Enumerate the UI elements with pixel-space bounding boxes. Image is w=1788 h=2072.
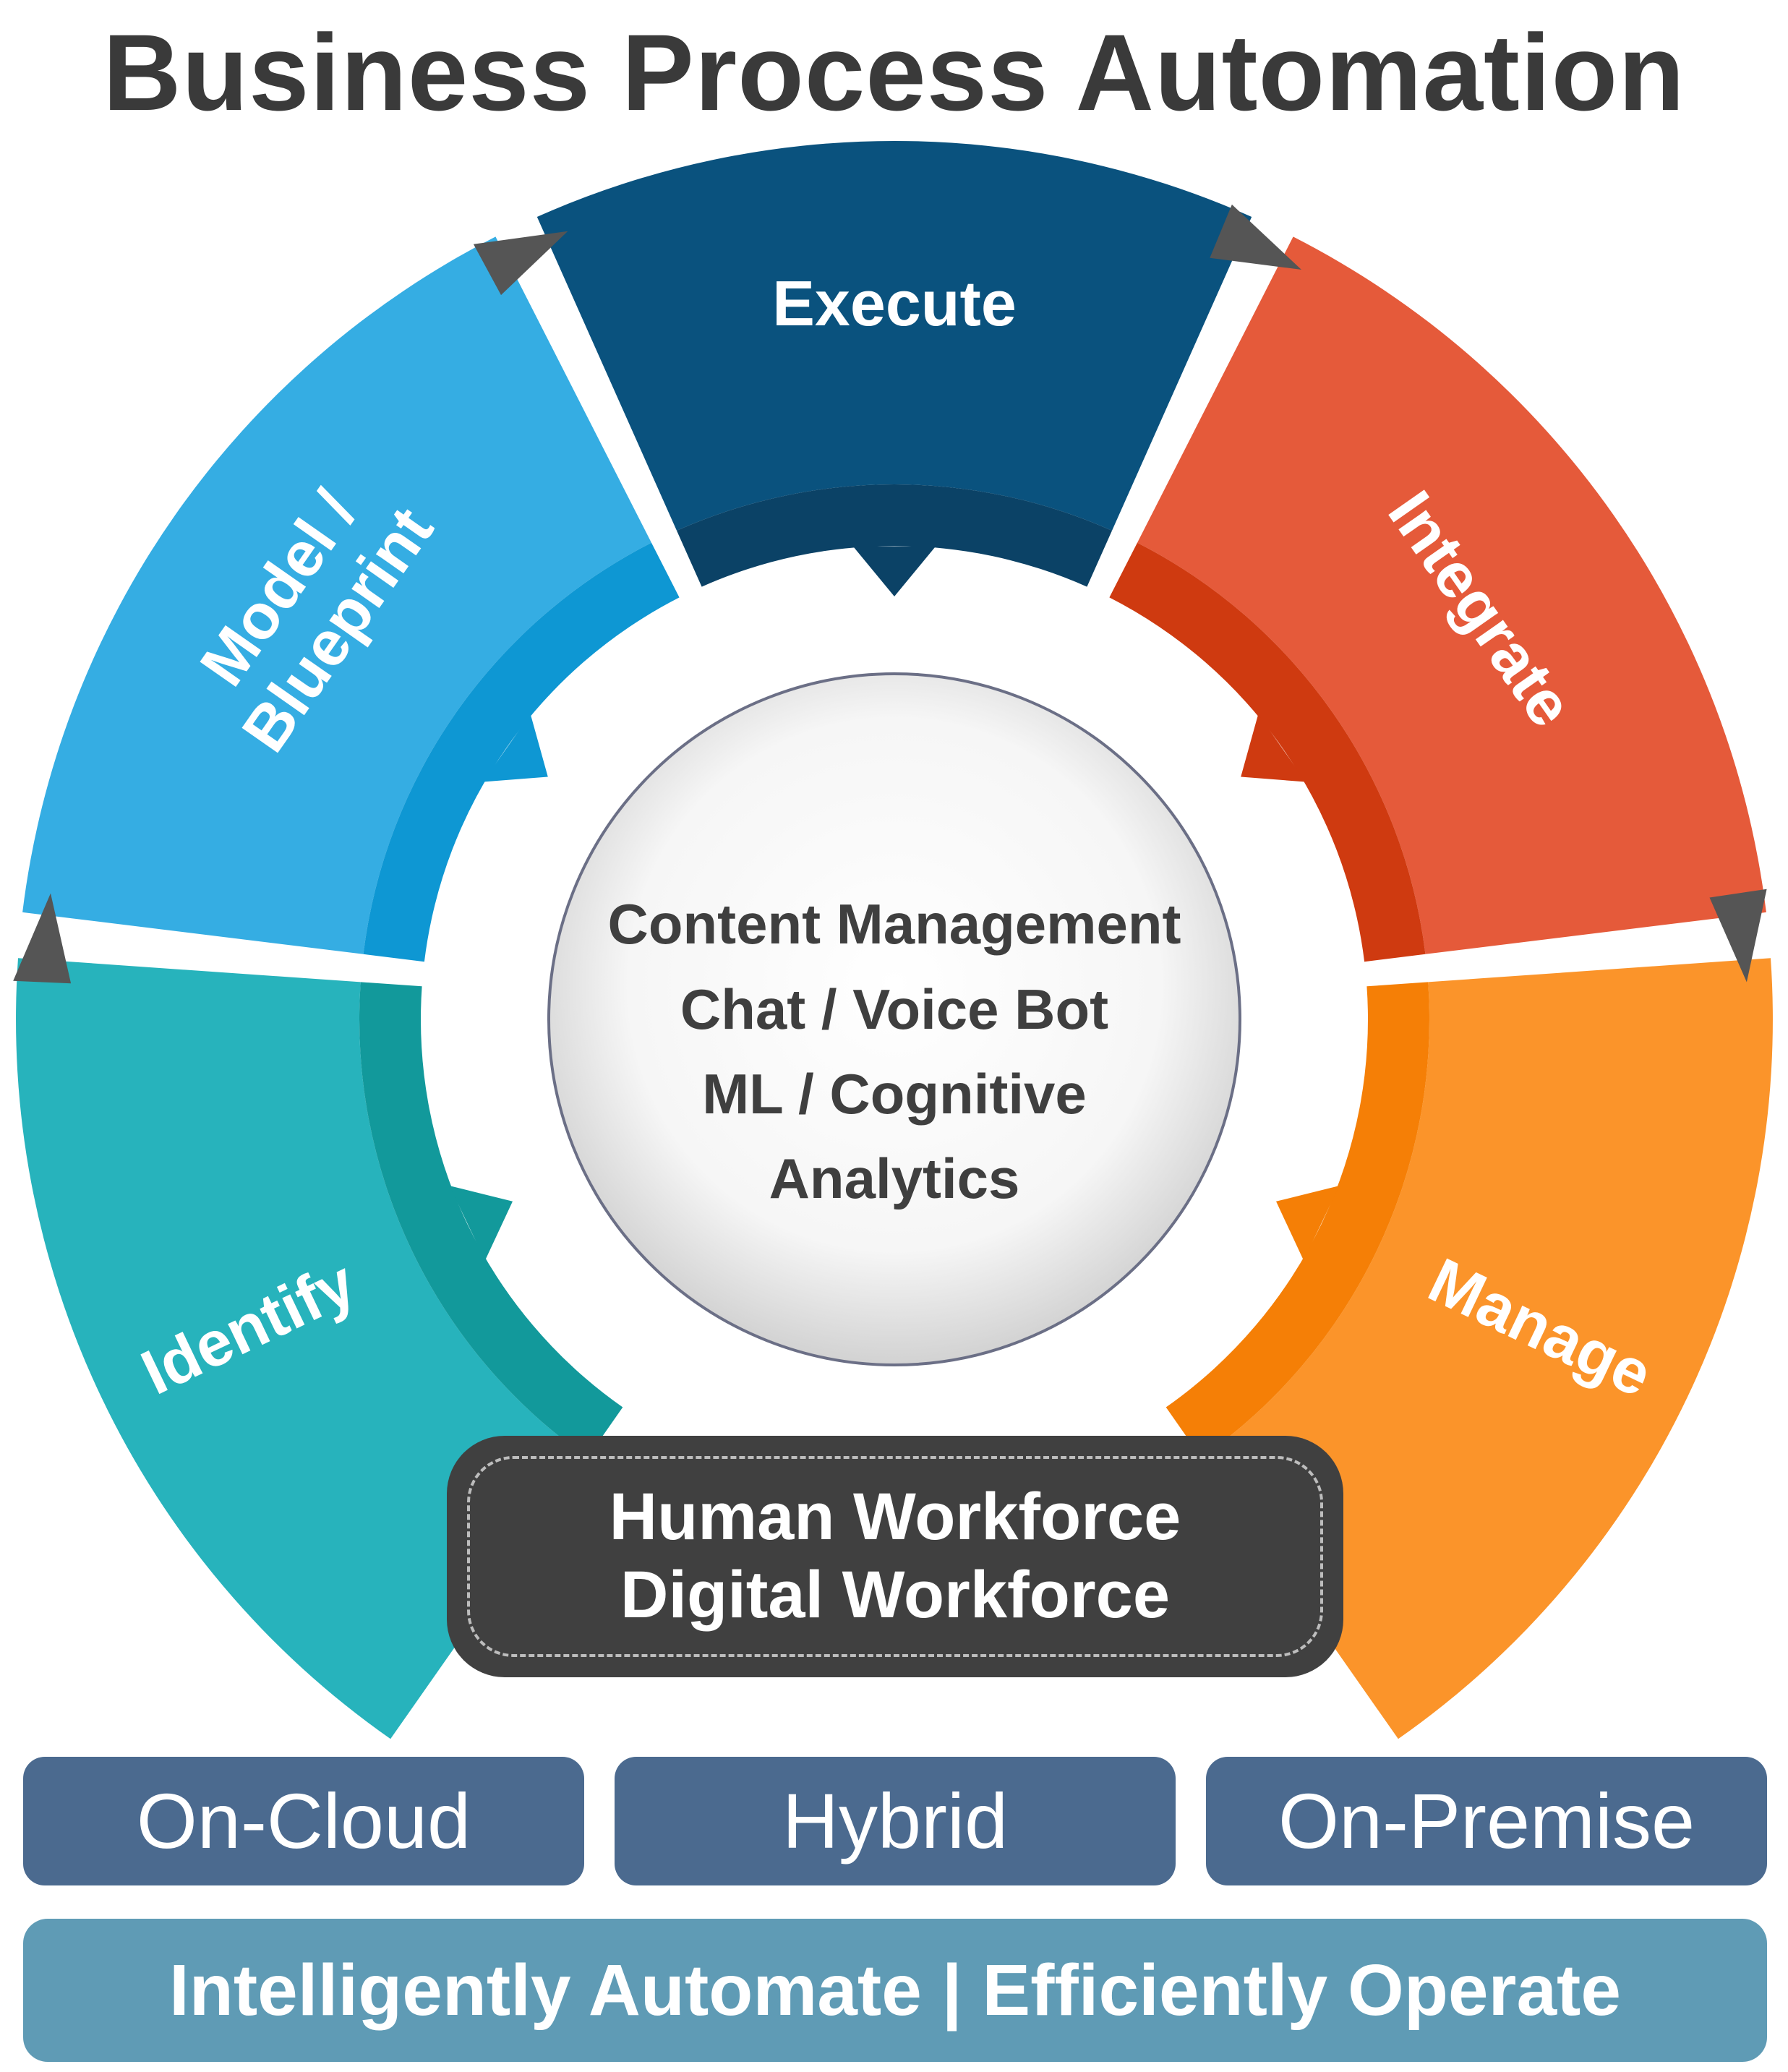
center-line-analytics: Analytics — [769, 1147, 1020, 1210]
workforce-dashed-border — [467, 1456, 1323, 1657]
deploy-on-premise: On-Premise — [1206, 1757, 1767, 1885]
segment-manage-inner-band — [1165, 982, 1430, 1458]
center-line-chat-voice-bot: Chat / Voice Bot — [680, 977, 1108, 1041]
tagline-banner: Intelligently Automate | Efficiently Ope… — [23, 1919, 1767, 2062]
segment-integrate-band — [1137, 236, 1766, 954]
segment-identify-inner-band — [359, 982, 623, 1458]
segment-manage-pointer — [1276, 1186, 1340, 1261]
segment-model-band — [22, 236, 652, 954]
segment-execute-label-line: Execute — [772, 267, 1017, 339]
segment-manage-band — [1201, 958, 1773, 1739]
workforce-line-human: Human Workforce — [609, 1480, 1181, 1554]
segment-identify-band — [16, 958, 588, 1739]
segment-model: Model /Blueprint — [22, 236, 680, 962]
segment-identify: Identify — [16, 958, 623, 1739]
segment-integrate-pointer — [1241, 714, 1306, 782]
segment-execute-label: Execute — [772, 267, 1017, 339]
segment-execute-pointer — [852, 546, 936, 596]
center-line-content-management: Content Management — [607, 892, 1181, 956]
segment-model-inner-band — [363, 542, 680, 962]
flow-arrow — [473, 231, 568, 296]
flow-arrow — [13, 893, 72, 984]
page-title: Business Process Automation — [103, 12, 1685, 133]
segment-execute-inner-band — [677, 484, 1112, 587]
segment-execute-band — [536, 140, 1252, 531]
flow-arrow — [1709, 889, 1767, 983]
workforce-box: Human Workforce Digital Workforce — [447, 1436, 1343, 1677]
deploy-on-cloud: On-Cloud — [23, 1757, 584, 1885]
segment-integrate: Integrate — [1109, 236, 1766, 962]
segment-integrate-inner-band — [1109, 542, 1426, 962]
cycle-arrows — [13, 204, 1767, 984]
segment-execute: Execute — [536, 140, 1252, 596]
segment-identify-pointer — [449, 1186, 513, 1261]
center-circle — [547, 672, 1241, 1366]
center-line-ml-cognitive: ML / Cognitive — [702, 1062, 1087, 1126]
segment-manage: Manage — [1165, 958, 1773, 1739]
workforce-line-digital: Digital Workforce — [620, 1558, 1170, 1632]
segment-model-pointer — [483, 714, 548, 782]
deploy-hybrid: Hybrid — [615, 1757, 1176, 1885]
flow-arrow — [1210, 204, 1301, 270]
